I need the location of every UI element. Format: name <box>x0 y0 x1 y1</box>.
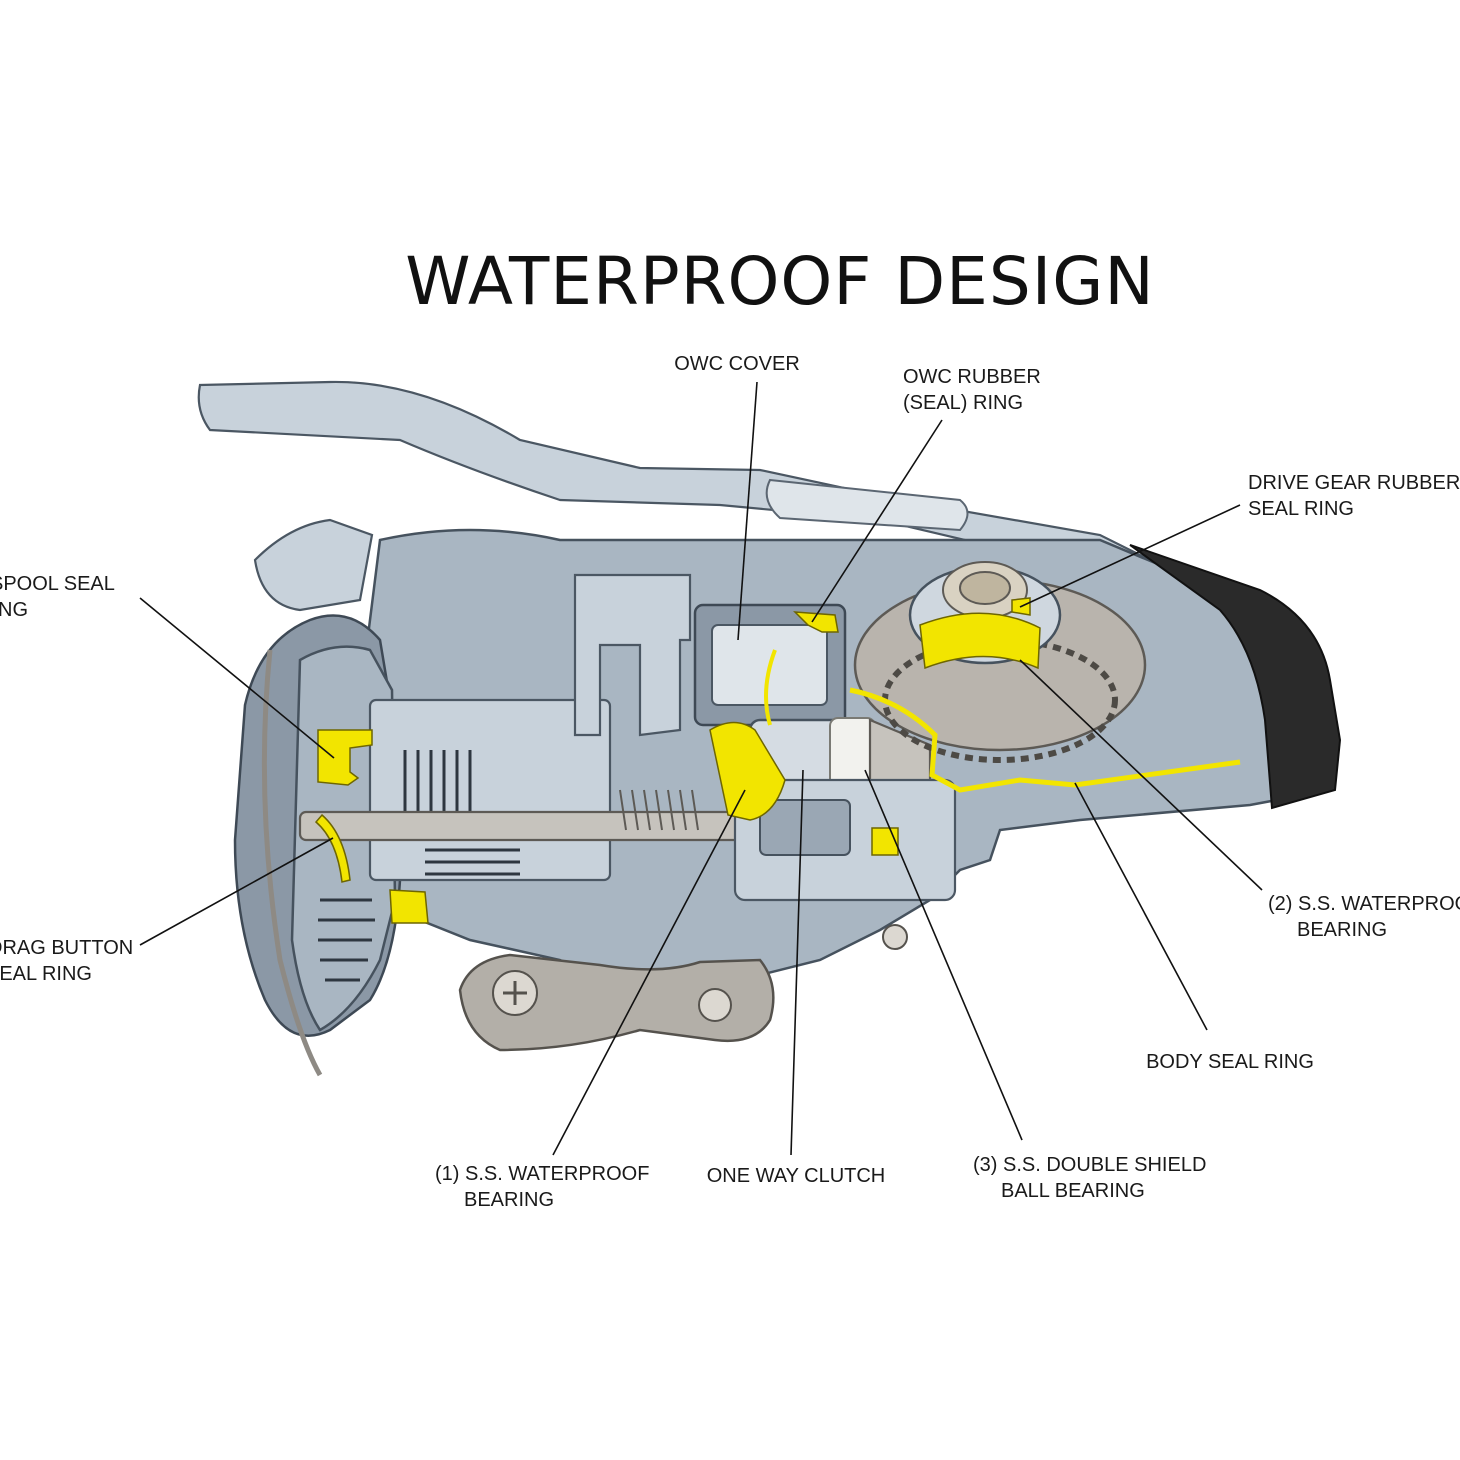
screw-icon-2 <box>698 988 732 1022</box>
handle-knob <box>458 953 775 1052</box>
label-bearing-2-line1: (2) S.S. WATERPROOF <box>1268 893 1460 915</box>
stem-slot <box>765 478 969 532</box>
label-bearing-1-line2: BEARING <box>464 1189 554 1211</box>
label-bearing-3-line1: (3) S.S. DOUBLE SHIELD <box>973 1154 1206 1176</box>
leader-lines <box>139 381 1263 1156</box>
label-owc-cover: OWC COVER <box>674 353 800 375</box>
seal-highlights <box>314 597 1241 924</box>
label-owc-rubber-line2: (SEAL) RING <box>903 392 1023 414</box>
drag-washers <box>403 750 520 876</box>
page-title: WATERPROOF DESIGN <box>405 243 1154 320</box>
label-bearing-1-line1: (1) S.S. WATERPROOF <box>435 1163 649 1185</box>
leader-drive-gear <box>1019 504 1241 608</box>
leader-spool-seal <box>139 597 335 759</box>
label-drag-button-line1: DRAG BUTTON <box>0 937 133 959</box>
body-seal-ring-part <box>849 687 1241 793</box>
label-owc-rubber-line1: OWC RUBBER <box>903 366 1041 388</box>
label-one-way-clutch: ONE WAY CLUTCH <box>707 1165 886 1187</box>
screw-cross <box>503 981 527 1005</box>
label-bearing-3-line2: BALL BEARING <box>1001 1180 1145 1202</box>
screw-icon-3 <box>882 924 908 950</box>
reel-rear-tip <box>1129 544 1342 810</box>
label-drive-gear-line1: DRIVE GEAR RUBBER <box>1248 472 1460 494</box>
label-drive-gear-line2: SEAL RING <box>1248 498 1354 520</box>
owc-rubber-seal-part <box>793 611 839 633</box>
body-bottom-seal-part <box>389 889 429 924</box>
owc-rubber-arc <box>764 649 777 726</box>
leader-bearing-3 <box>864 769 1023 1141</box>
callout-labels: OWC COVER OWC RUBBER (SEAL) RING DRIVE G… <box>0 353 1460 1211</box>
label-bearing-2-line2: BEARING <box>1297 919 1387 941</box>
shaft-thread <box>619 789 699 831</box>
rotor-arm <box>253 518 374 612</box>
leader-drag-button <box>139 837 334 946</box>
label-spool-seal-line1: SPOOL SEAL <box>0 573 115 595</box>
label-body-seal: BODY SEAL RING <box>1146 1051 1314 1073</box>
spool-ribs <box>318 898 375 982</box>
drive-gear-thread <box>959 571 1011 605</box>
owc-housing <box>573 573 692 737</box>
spool-seal-ring-part <box>317 729 373 786</box>
bearing-3-part <box>871 827 899 856</box>
leader-one-way-clutch <box>790 769 804 1156</box>
leader-owc-rubber <box>811 419 943 623</box>
reel-illustration <box>197 380 1342 1077</box>
leader-bearing-1 <box>552 789 746 1156</box>
bail-wire <box>261 649 323 1077</box>
bearing-1-part <box>709 721 786 821</box>
drive-gear-seal-part <box>919 612 1041 670</box>
leader-owc-cover <box>737 381 758 641</box>
label-drag-button-line2: SEAL RING <box>0 963 92 985</box>
lower-gear-box-inner <box>759 799 851 856</box>
leader-bearing-2 <box>1019 659 1263 891</box>
leader-body-seal <box>1074 782 1208 1031</box>
label-spool-seal-line2: RING <box>0 599 28 621</box>
drag-button-seal-ring-part <box>314 813 351 883</box>
